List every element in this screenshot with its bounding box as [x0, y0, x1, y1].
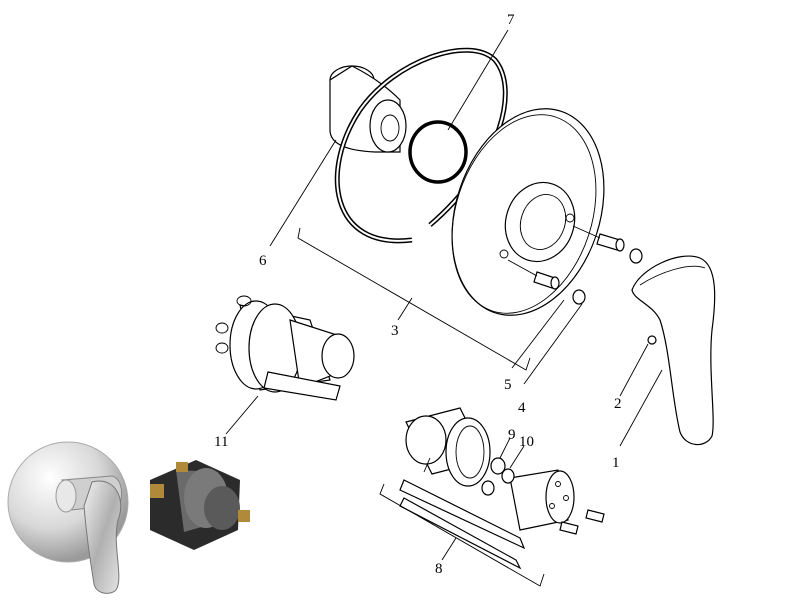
leader-lines	[225, 29, 663, 587]
part-8-extension-set	[399, 407, 605, 570]
photo-rough-in-body	[150, 460, 250, 550]
label-6: 6	[259, 253, 267, 269]
label-2: 2	[614, 396, 622, 412]
part-9-ring	[490, 457, 506, 475]
label-1: 1	[612, 455, 620, 471]
label-5: 5	[504, 377, 512, 393]
label-9: 9	[508, 427, 516, 443]
part-7-o-ring	[408, 120, 468, 184]
part-4-screws	[507, 225, 625, 290]
part-ring-small	[481, 480, 495, 496]
part-11-cartridge	[215, 295, 355, 401]
label-8: 8	[435, 561, 443, 577]
label-10: 10	[519, 434, 534, 450]
label-3: 3	[391, 323, 399, 339]
part-10-ring	[501, 468, 515, 484]
part-1-lever-handle	[631, 255, 716, 446]
callout-labels: 1 2 3 4 5 6 7 8 9 10 11	[214, 12, 622, 577]
label-4: 4	[518, 400, 526, 416]
part-5-clips	[572, 248, 643, 305]
part-2-set-screw	[647, 335, 657, 345]
photo-assembled-mixer	[7, 441, 129, 594]
label-7: 7	[507, 12, 515, 28]
part-3-escutcheon-plate	[451, 108, 605, 316]
label-11: 11	[214, 434, 228, 450]
